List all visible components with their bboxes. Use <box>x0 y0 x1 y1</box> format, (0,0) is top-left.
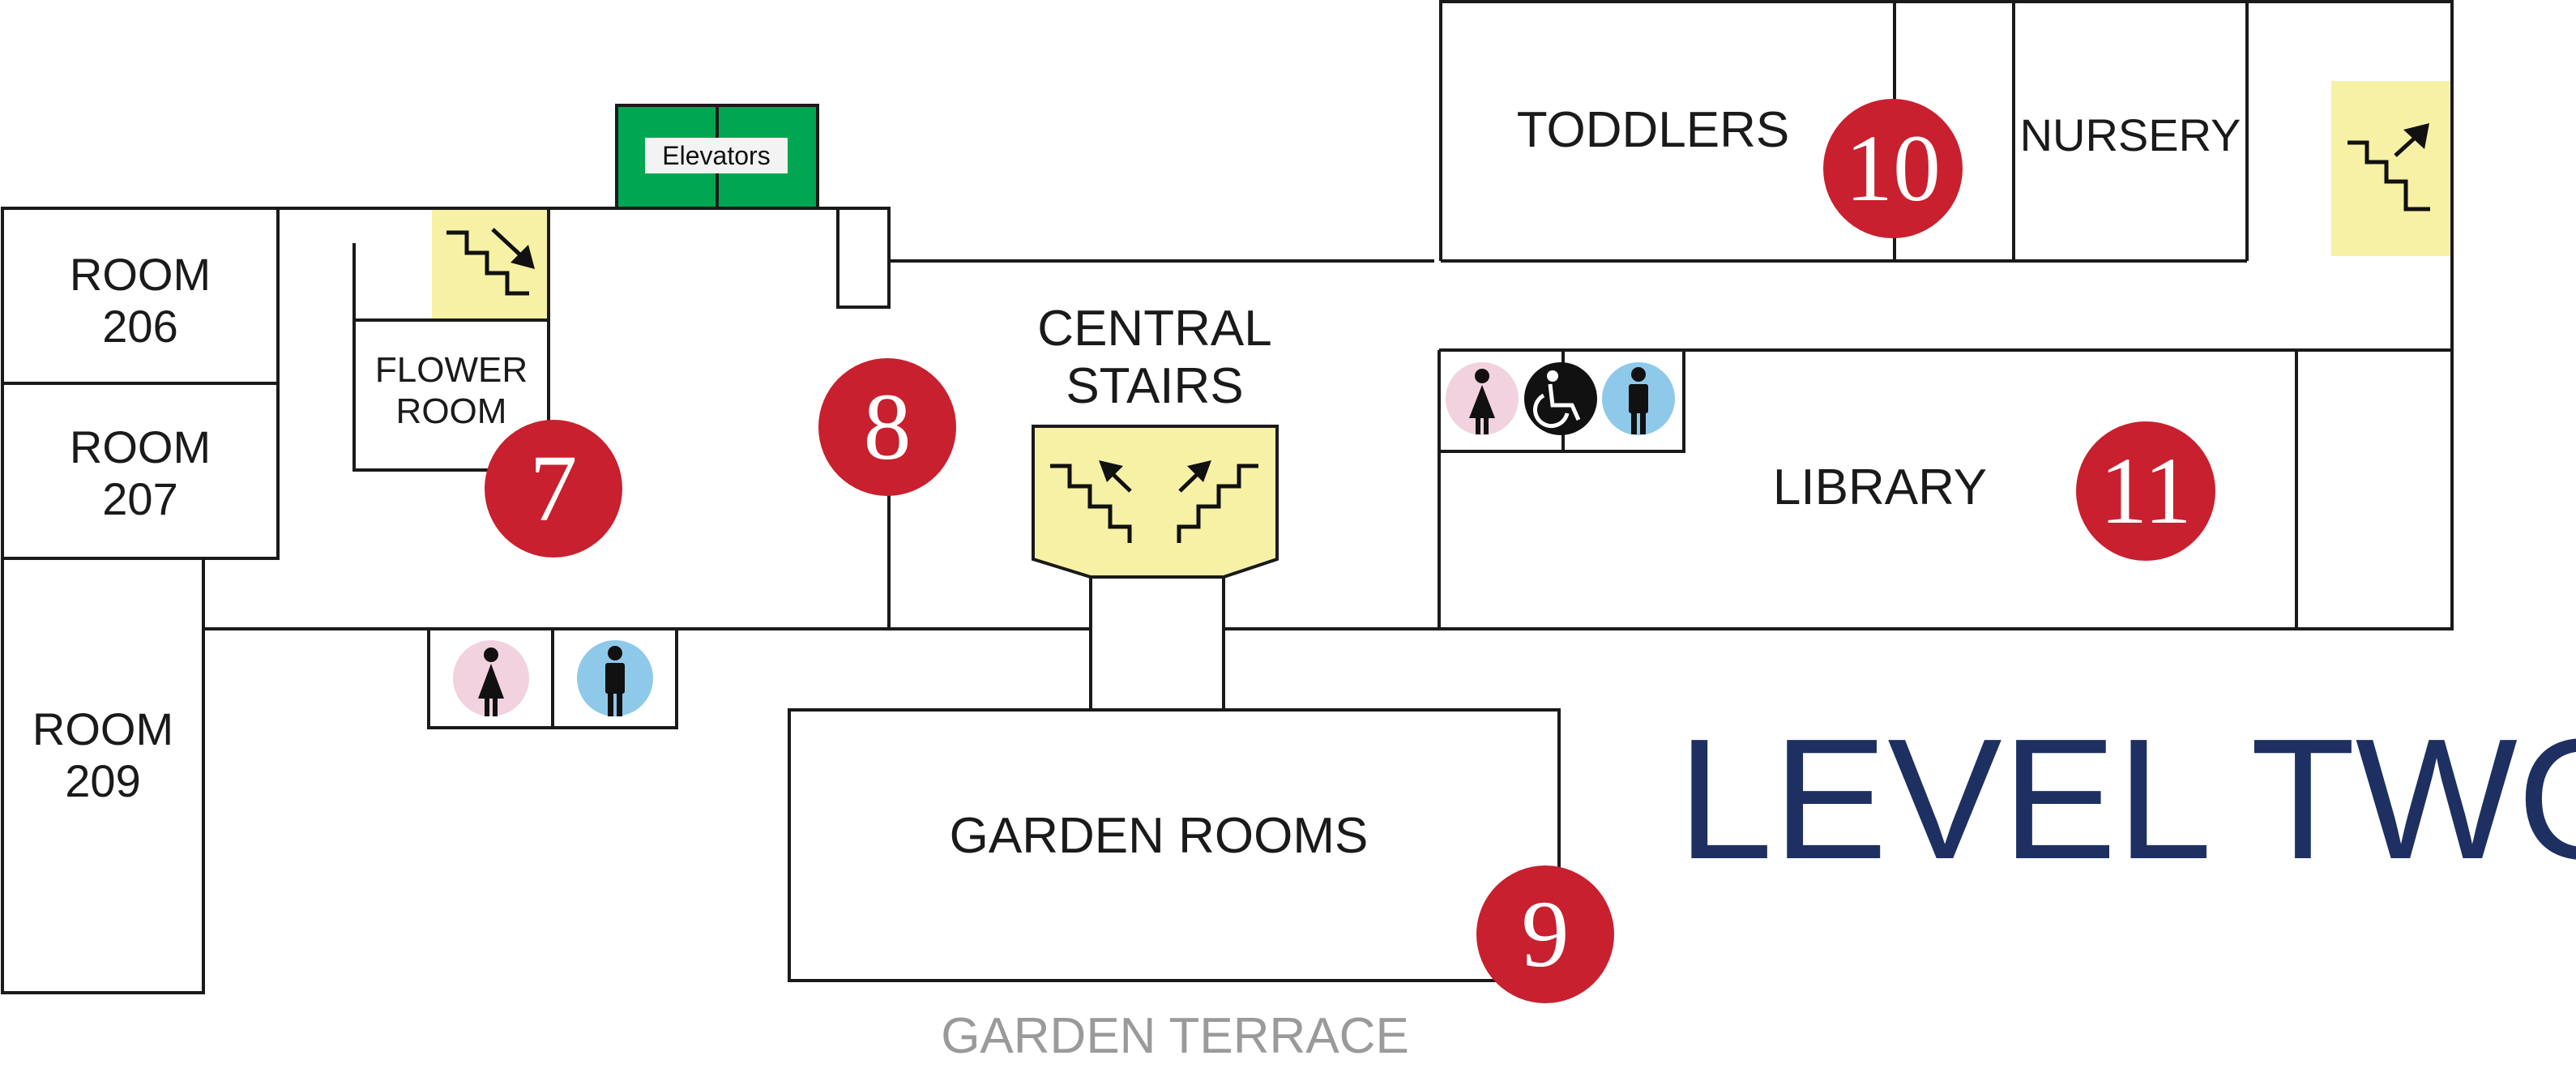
elevators-label: Elevators <box>645 138 788 173</box>
women-restroom-icon <box>453 640 529 716</box>
level-title: LEVEL TWO <box>1677 703 2576 895</box>
stairs-icon <box>2331 81 2450 256</box>
location-marker-10: 10 <box>1823 99 1963 238</box>
garden-terrace-label: GARDEN TERRACE <box>941 1008 1409 1064</box>
room-206-outline <box>1 207 280 385</box>
room-209-outline <box>1 557 205 994</box>
central-stairs-icon <box>1032 425 1279 579</box>
marker-number: 7 <box>529 435 578 541</box>
building-walls <box>1 0 2454 994</box>
library-restroom-wall <box>1439 350 1685 453</box>
flower-room-wall <box>352 208 550 472</box>
marker-number: 8 <box>863 374 912 480</box>
men-restroom-icon <box>577 640 653 716</box>
toddlers-label: TODDLERS <box>1516 102 1790 158</box>
wheelchair-icon <box>1524 362 1597 435</box>
marker-number: 9 <box>1521 881 1570 987</box>
stairs-icon <box>432 210 547 318</box>
east-wing-outline <box>1439 0 2454 630</box>
location-marker-9: 9 <box>1476 865 1614 1003</box>
garden-rooms-label: GARDEN ROOMS <box>949 808 1369 864</box>
garden-rooms-outline <box>788 708 1561 982</box>
location-marker-8: 8 <box>818 358 956 496</box>
marker-number: 10 <box>1845 115 1941 221</box>
women-restroom-icon <box>1446 362 1519 435</box>
marker-number: 11 <box>2100 438 2192 544</box>
closet-outline <box>836 207 891 309</box>
room-207-outline <box>1 382 280 560</box>
men-restroom-icon <box>1602 362 1675 435</box>
library-label: LIBRARY <box>1772 459 1988 515</box>
location-marker-7: 7 <box>485 420 622 558</box>
location-marker-11: 11 <box>2076 421 2215 561</box>
nursery-label: NURSERY <box>2019 109 2241 160</box>
